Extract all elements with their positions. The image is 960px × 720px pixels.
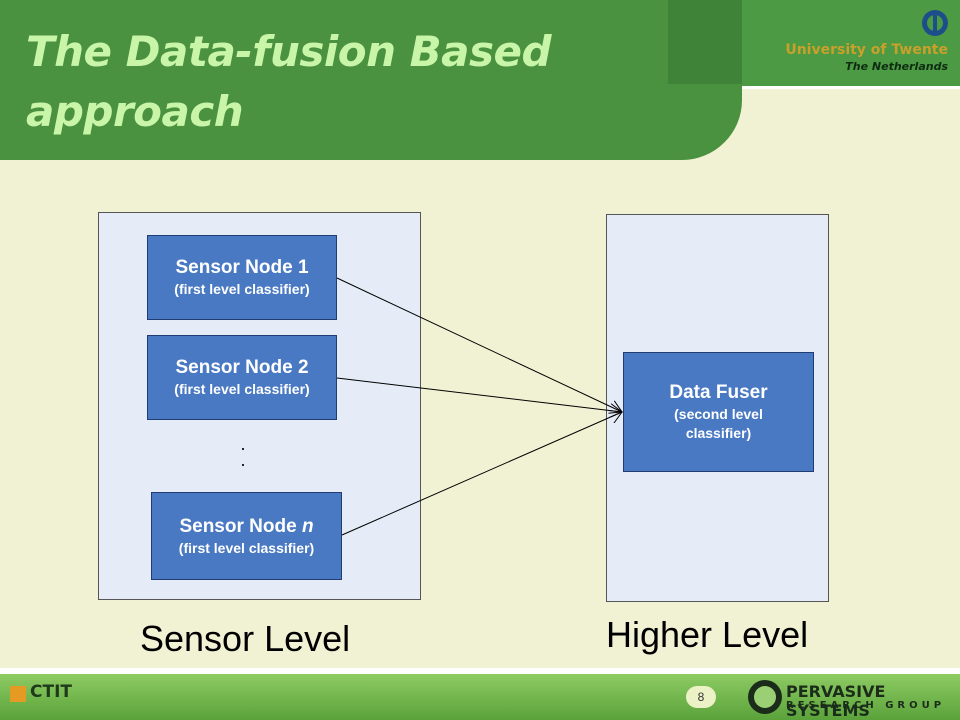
university-logo: University of Twente The Netherlands: [742, 0, 960, 86]
psrg-logo: PERVASIVE SYSTEMS RESEARCH GROUP: [748, 680, 958, 720]
sensor-node-n-subtitle: (first level classifier): [178, 539, 315, 556]
footer-bar: [0, 674, 960, 720]
sensor-node-1-subtitle: (first level classifier): [174, 281, 310, 297]
slide-title: The Data-fusion Based approach: [26, 22, 666, 142]
psrg-logo-icon: [748, 680, 782, 714]
footer-divider: [0, 668, 960, 674]
university-name: University of Twente: [785, 42, 948, 58]
university-emblem-icon: [922, 10, 948, 36]
sensor-node-2-title: Sensor Node 2: [175, 357, 309, 378]
ctit-logo-text: CTIT: [30, 682, 72, 702]
sensor-level-label: Sensor Level: [140, 618, 351, 659]
data-fuser-title: Data Fuser: [669, 382, 768, 403]
slide-title-line1: The Data-fusion Based: [26, 27, 552, 76]
university-country: The Netherlands: [845, 60, 948, 73]
sensor-node-n-title-prefix: Sensor Node: [179, 515, 302, 537]
psrg-name-line2: RESEARCH GROUP: [786, 700, 946, 711]
ellipsis-dots: . .: [238, 434, 248, 470]
data-fuser-subtitle: (second level classifier): [674, 406, 763, 441]
psrg-name-line1: PERVASIVE SYSTEMS: [786, 682, 886, 720]
slide-title-line2: approach: [26, 87, 244, 136]
higher-level-label: Higher Level: [606, 614, 809, 655]
ctit-logo: CTIT: [10, 682, 80, 712]
ellipsis-text: . .: [240, 434, 246, 470]
data-fuser-node: Data Fuser (second level classifier): [623, 352, 814, 472]
sensor-node-n-variable: n: [301, 515, 314, 537]
sensor-node-2: Sensor Node 2 (first level classifier): [147, 335, 337, 420]
sensor-node-1-title: Sensor Node 1: [175, 257, 309, 278]
title-band-accent: [668, 0, 742, 84]
ctit-logo-icon: [10, 686, 26, 702]
sensor-node-2-subtitle: (first level classifier): [174, 381, 310, 397]
sensor-node-n: Sensor Node n (first level classifier): [151, 492, 342, 580]
sensor-node-1: Sensor Node 1 (first level classifier): [147, 235, 337, 320]
sensor-node-n-title: Sensor Node n: [179, 515, 313, 539]
page-number: 8: [686, 686, 716, 708]
title-band: [0, 0, 742, 160]
logo-divider: [742, 86, 960, 89]
